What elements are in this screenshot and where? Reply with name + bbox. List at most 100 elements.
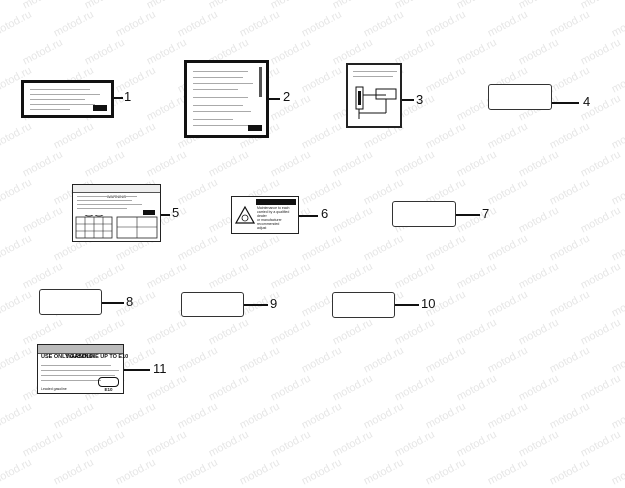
watermark-text: motod.ru (206, 428, 251, 460)
label-5-table (75, 215, 158, 239)
label-6-header: WARNING (256, 199, 296, 213)
watermark-text: motod.ru (392, 316, 437, 348)
watermark-text: motod.ru (20, 316, 65, 348)
watermark-text: motod.ru (516, 428, 561, 460)
watermark-text: motod.ru (0, 232, 34, 264)
watermark-text: motod.ru (0, 400, 34, 432)
callout-7: 7 (482, 206, 490, 221)
watermark-text: motod.ru (392, 260, 437, 292)
watermark-text: motod.ru (609, 344, 625, 376)
callout-1: 1 (124, 89, 132, 104)
watermark-text: motod.ru (237, 456, 282, 488)
label-3-diagram (355, 86, 397, 119)
watermark-text: motod.ru (206, 260, 251, 292)
watermark-text: motod.ru (206, 372, 251, 404)
watermark-text: motod.ru (547, 344, 592, 376)
watermark-text: motod.ru (455, 0, 499, 11)
watermark-text: motod.ru (578, 36, 623, 68)
watermark-text: motod.ru (144, 260, 189, 292)
watermark-text: motod.ru (609, 64, 625, 96)
watermark-text: motod.ru (392, 428, 437, 460)
watermark-text: motod.ru (51, 400, 96, 432)
watermark-text: motod.ru (237, 400, 282, 432)
watermark-text: motod.ru (330, 428, 375, 460)
watermark-text: motod.ru (547, 232, 592, 264)
watermark-text: motod.ru (517, 0, 561, 11)
watermark-text: motod.ru (268, 428, 313, 460)
watermark-text: motod.ru (609, 232, 625, 264)
watermark-text: motod.ru (299, 64, 344, 96)
watermark-text: motod.ru (113, 400, 158, 432)
watermark-text: motod.ru (547, 64, 592, 96)
watermark-text: motod.ru (206, 148, 251, 180)
watermark-text: motod.ru (299, 400, 344, 432)
watermark-text: motod.ru (175, 232, 220, 264)
watermark-text: motod.ru (144, 428, 189, 460)
watermark-text: motod.ru (51, 8, 96, 40)
watermark-text: motod.ru (299, 176, 344, 208)
watermark-text: motod.ru (51, 456, 96, 488)
watermark-text: motod.ru (485, 232, 530, 264)
label-4 (488, 84, 552, 110)
watermark-text: motod.ru (299, 344, 344, 376)
watermark-text: motod.ru (423, 8, 468, 40)
label-2 (184, 60, 269, 138)
watermark-text: motod.ru (609, 400, 625, 432)
watermark-text: motod.ru (485, 456, 530, 488)
watermark-text: motod.ru (423, 120, 468, 152)
watermark-text: motod.ru (299, 232, 344, 264)
watermark-text: motod.ru (609, 120, 625, 152)
watermark-text: motod.ru (485, 288, 530, 320)
callout-9: 9 (270, 296, 278, 311)
watermark-text: motod.ru (82, 316, 127, 348)
watermark-text: motod.ru (454, 316, 499, 348)
watermark-text: motod.ru (20, 428, 65, 460)
callout-8: 8 (126, 294, 134, 309)
label-11-header: WARNING! (38, 345, 123, 360)
watermark-text: motod.ru (82, 36, 127, 68)
watermark-text: motod.ru (454, 260, 499, 292)
watermark-text: motod.ru (609, 8, 625, 40)
watermark-text: motod.ru (578, 372, 623, 404)
leader-7 (456, 214, 480, 216)
watermark-text: motod.ru (547, 456, 592, 488)
watermark-text: motod.ru (0, 8, 34, 40)
leader-1 (114, 97, 123, 99)
watermark-text: motod.ru (0, 288, 34, 320)
watermark-text: motod.ru (113, 8, 158, 40)
watermark-text: motod.ru (299, 120, 344, 152)
label-2-side-strip (259, 67, 262, 97)
watermark-text: motod.ru (547, 120, 592, 152)
label-1 (21, 80, 114, 118)
watermark-text: motod.ru (51, 120, 96, 152)
watermark-text: motod.ru (516, 204, 561, 236)
watermark-text: motod.ru (83, 0, 127, 11)
watermark-text: motod.ru (423, 456, 468, 488)
watermark-text: motod.ru (145, 0, 189, 11)
callout-4: 4 (583, 94, 591, 109)
label-5: WARNING (72, 184, 161, 242)
watermark-text: motod.ru (20, 204, 65, 236)
watermark-text: motod.ru (609, 176, 625, 208)
watermark-text: motod.ru (113, 120, 158, 152)
leader-5 (161, 214, 170, 216)
watermark-text: motod.ru (144, 316, 189, 348)
watermark-text: motod.ru (516, 316, 561, 348)
e10-logo: E10 (98, 377, 119, 392)
watermark-text: motod.ru (330, 372, 375, 404)
watermark-text: motod.ru (144, 372, 189, 404)
watermark-text: motod.ru (330, 148, 375, 180)
watermark-text: motod.ru (207, 0, 251, 11)
watermark-text: motod.ru (423, 344, 468, 376)
watermark-text: motod.ru (175, 400, 220, 432)
watermark-text: motod.ru (175, 344, 220, 376)
watermark-text: motod.ru (454, 428, 499, 460)
watermark-text: motod.ru (113, 64, 158, 96)
label-5-black-tab (143, 210, 155, 215)
callout-3: 3 (416, 92, 424, 107)
watermark-text: motod.ru (454, 148, 499, 180)
watermark-text: motod.ru (299, 456, 344, 488)
watermark-text: motod.ru (0, 0, 3, 11)
label-6: WARNING Maintenance to each carried by a… (231, 196, 299, 234)
label-10 (332, 292, 395, 318)
